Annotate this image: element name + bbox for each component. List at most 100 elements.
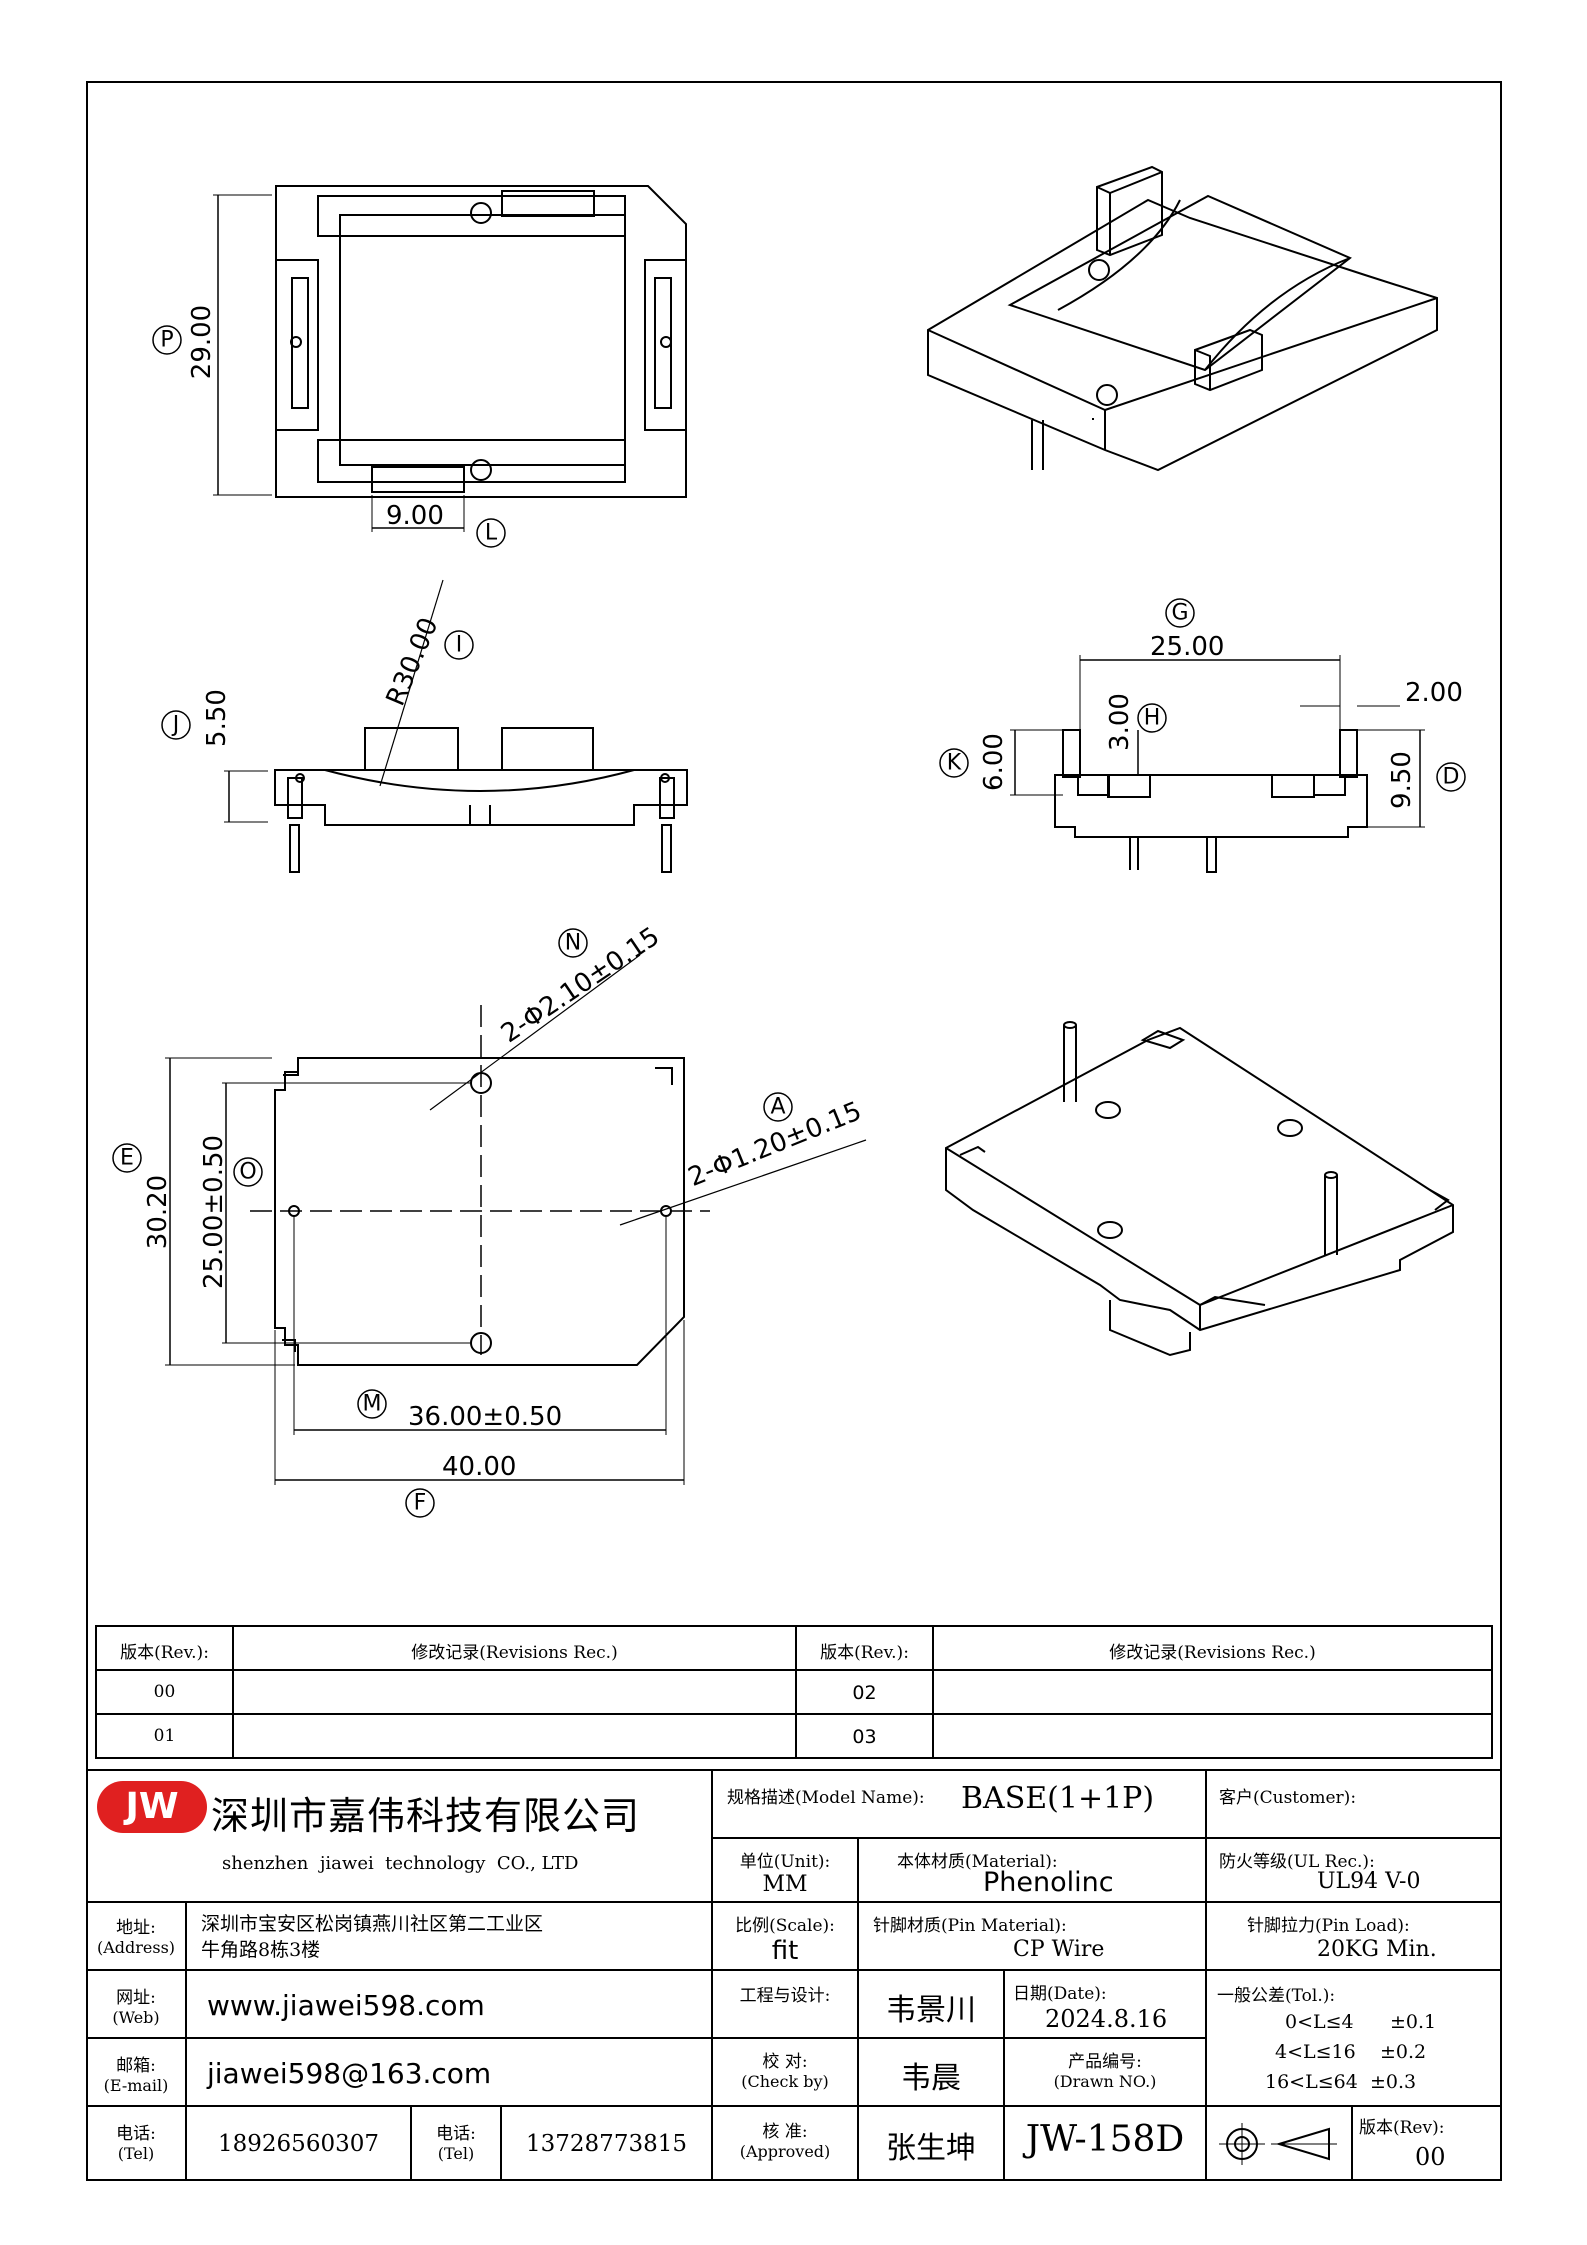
tel-label-en: (Tel)	[117, 2144, 155, 2163]
email-label-en: (E-mail)	[103, 2076, 169, 2095]
dim-h-9-5: 9.50	[1387, 751, 1417, 809]
bubble-j: J	[171, 713, 180, 738]
top-view	[213, 185, 687, 532]
side-view	[224, 579, 688, 873]
model-name: BASE(1+1P)	[961, 1781, 1155, 1816]
bubble-h: H	[1144, 706, 1161, 731]
rev-00: 00	[153, 1682, 176, 1702]
scale-label: 比例(Scale):	[735, 1916, 835, 1936]
unit-value: MM	[762, 1872, 808, 1897]
rev-header-right: 版本(Rev.):	[820, 1643, 909, 1663]
bubble-l: L	[485, 521, 498, 546]
revision-table: 版本(Rev.): 修改记录(Revisions Rec.) 版本(Rev.):…	[95, 1625, 1493, 1759]
tol-2-range: 4<L≤16	[1275, 2041, 1356, 2063]
bubble-d: D	[1443, 765, 1460, 790]
bubble-g: G	[1171, 601, 1188, 626]
iso-view-top	[927, 165, 1438, 472]
dim-h-3: 3.00	[1105, 693, 1135, 751]
tol-label: 一般公差(Tol.):	[1217, 1986, 1336, 2006]
tel-2: 13728773815	[526, 2131, 687, 2157]
address-label: 地址:	[116, 1918, 156, 1938]
pin-load-label: 针脚拉力(Pin Load):	[1247, 1916, 1410, 1936]
tel-label-2: 电话:	[436, 2124, 476, 2144]
customer-label: 客户(Customer):	[1219, 1788, 1357, 1808]
tolerance-block: 一般公差(Tol.): 0<L≤4 ±0.1 4<L≤16 ±0.2 16<L≤…	[1207, 1971, 1501, 2107]
email-label: 邮箱:	[116, 2056, 156, 2076]
dim-pitch-h-36: 36.00±0.50	[408, 1402, 562, 1432]
date-label: 日期(Date):	[1013, 1984, 1107, 2004]
rev-01: 01	[153, 1726, 176, 1746]
drawn-label-en: (Drawn NO.)	[1053, 2072, 1157, 2091]
dim-h-6: 6.00	[979, 733, 1009, 791]
check-label: 校 对:	[762, 2052, 808, 2072]
approve-label-en: (Approved)	[739, 2142, 831, 2161]
bubble-k: K	[947, 751, 962, 776]
bubble-m: M	[363, 1392, 382, 1417]
dim-width-40: 40.00	[442, 1452, 516, 1482]
address-line-1: 深圳市宝安区松岗镇燕川社区第二工业区	[201, 1913, 544, 1935]
bubble-n: N	[565, 931, 581, 956]
bubble-i: I	[456, 633, 463, 658]
tol-1: ±0.1	[1390, 2011, 1437, 2033]
drawing-frame	[86, 81, 1502, 2181]
scale-value: fit	[771, 1936, 799, 1966]
ul-value: UL94 V-0	[1317, 1869, 1421, 1894]
unit-label: 单位(Unit):	[739, 1852, 831, 1872]
design-label: 工程与设计:	[739, 1986, 831, 2006]
material-label: 本体材质(Material):	[897, 1852, 1058, 1872]
bubble-o: O	[239, 1160, 256, 1185]
web-label: 网址:	[116, 1988, 156, 2008]
tol-3: ±0.3	[1370, 2071, 1417, 2093]
dim-outer-h-30-2: 30.20	[143, 1175, 173, 1249]
approver: 张生坤	[886, 2131, 976, 2166]
iso-view-bottom	[945, 1021, 1454, 1357]
designer: 韦景川	[886, 1993, 976, 2028]
rev-02: 02	[852, 1682, 877, 1704]
bottom-view	[165, 954, 867, 1485]
date-value: 2024.8.16	[1045, 2005, 1168, 2033]
tel-1: 18926560307	[218, 2131, 379, 2157]
rec-header-right: 修改记录(Revisions Rec.)	[1109, 1643, 1316, 1663]
drawing-number: JW-158D	[1025, 2119, 1185, 2160]
bubble-p: P	[160, 328, 173, 353]
dim-pin-2: 2.00	[1405, 678, 1463, 708]
tel-label: 电话:	[116, 2124, 156, 2144]
title-block: JW 深圳市嘉伟科技有限公司 shenzhen jiawei technolog…	[87, 1769, 1501, 2181]
dim-height-5-5: 5.50	[202, 689, 232, 747]
bubble-a: A	[770, 1095, 785, 1120]
tel-label-en-2: (Tel)	[437, 2144, 475, 2163]
dim-height-29: 29.00	[187, 305, 217, 379]
drawn-label: 产品编号:	[1068, 2052, 1142, 2072]
dim-slot-9: 9.00	[386, 501, 444, 531]
projection-symbol	[1207, 2107, 1353, 2181]
check-label-en: (Check by)	[741, 2072, 829, 2091]
rev-value: 00	[1415, 2143, 1446, 2171]
address-line-2: 牛角路8栋3楼	[201, 1939, 321, 1961]
checker: 韦晨	[901, 2061, 961, 2096]
ul-label: 防火等级(UL Rec.):	[1219, 1852, 1375, 1872]
end-view	[1010, 655, 1425, 873]
company-name-en: shenzhen jiawei technology CO., LTD	[222, 1853, 579, 1874]
web-link[interactable]: www.jiawei598.com	[207, 1989, 485, 2022]
rev-03: 03	[852, 1726, 877, 1748]
bubble-e: E	[120, 1146, 134, 1171]
web-label-en: (Web)	[112, 2008, 160, 2027]
rec-header-left: 修改记录(Revisions Rec.)	[411, 1643, 618, 1663]
company-block: JW 深圳市嘉伟科技有限公司 shenzhen jiawei technolog…	[87, 1771, 713, 1903]
dim-radius-30: R30.00	[381, 613, 445, 710]
approve-label: 核 准:	[762, 2122, 808, 2142]
tol-2: ±0.2	[1380, 2041, 1427, 2063]
dim-width-25: 25.00	[1150, 632, 1224, 662]
model-label: 规格描述(Model Name):	[727, 1788, 925, 1808]
email-link[interactable]: jiawei598@163.com	[207, 2057, 492, 2090]
tol-1-range: 0<L≤4	[1285, 2011, 1354, 2033]
dim-pitch-v-25: 25.00±0.50	[199, 1135, 229, 1289]
bubble-f: F	[414, 1491, 427, 1516]
company-name-cn: 深圳市嘉伟科技有限公司	[211, 1794, 641, 1838]
pin-load-value: 20KG Min.	[1317, 1937, 1437, 1962]
company-logo: JW	[97, 1781, 207, 1833]
logo-text: JW	[125, 1786, 179, 1827]
rev-header-left: 版本(Rev.):	[120, 1643, 209, 1663]
pin-material-value: CP Wire	[1013, 1937, 1105, 1962]
